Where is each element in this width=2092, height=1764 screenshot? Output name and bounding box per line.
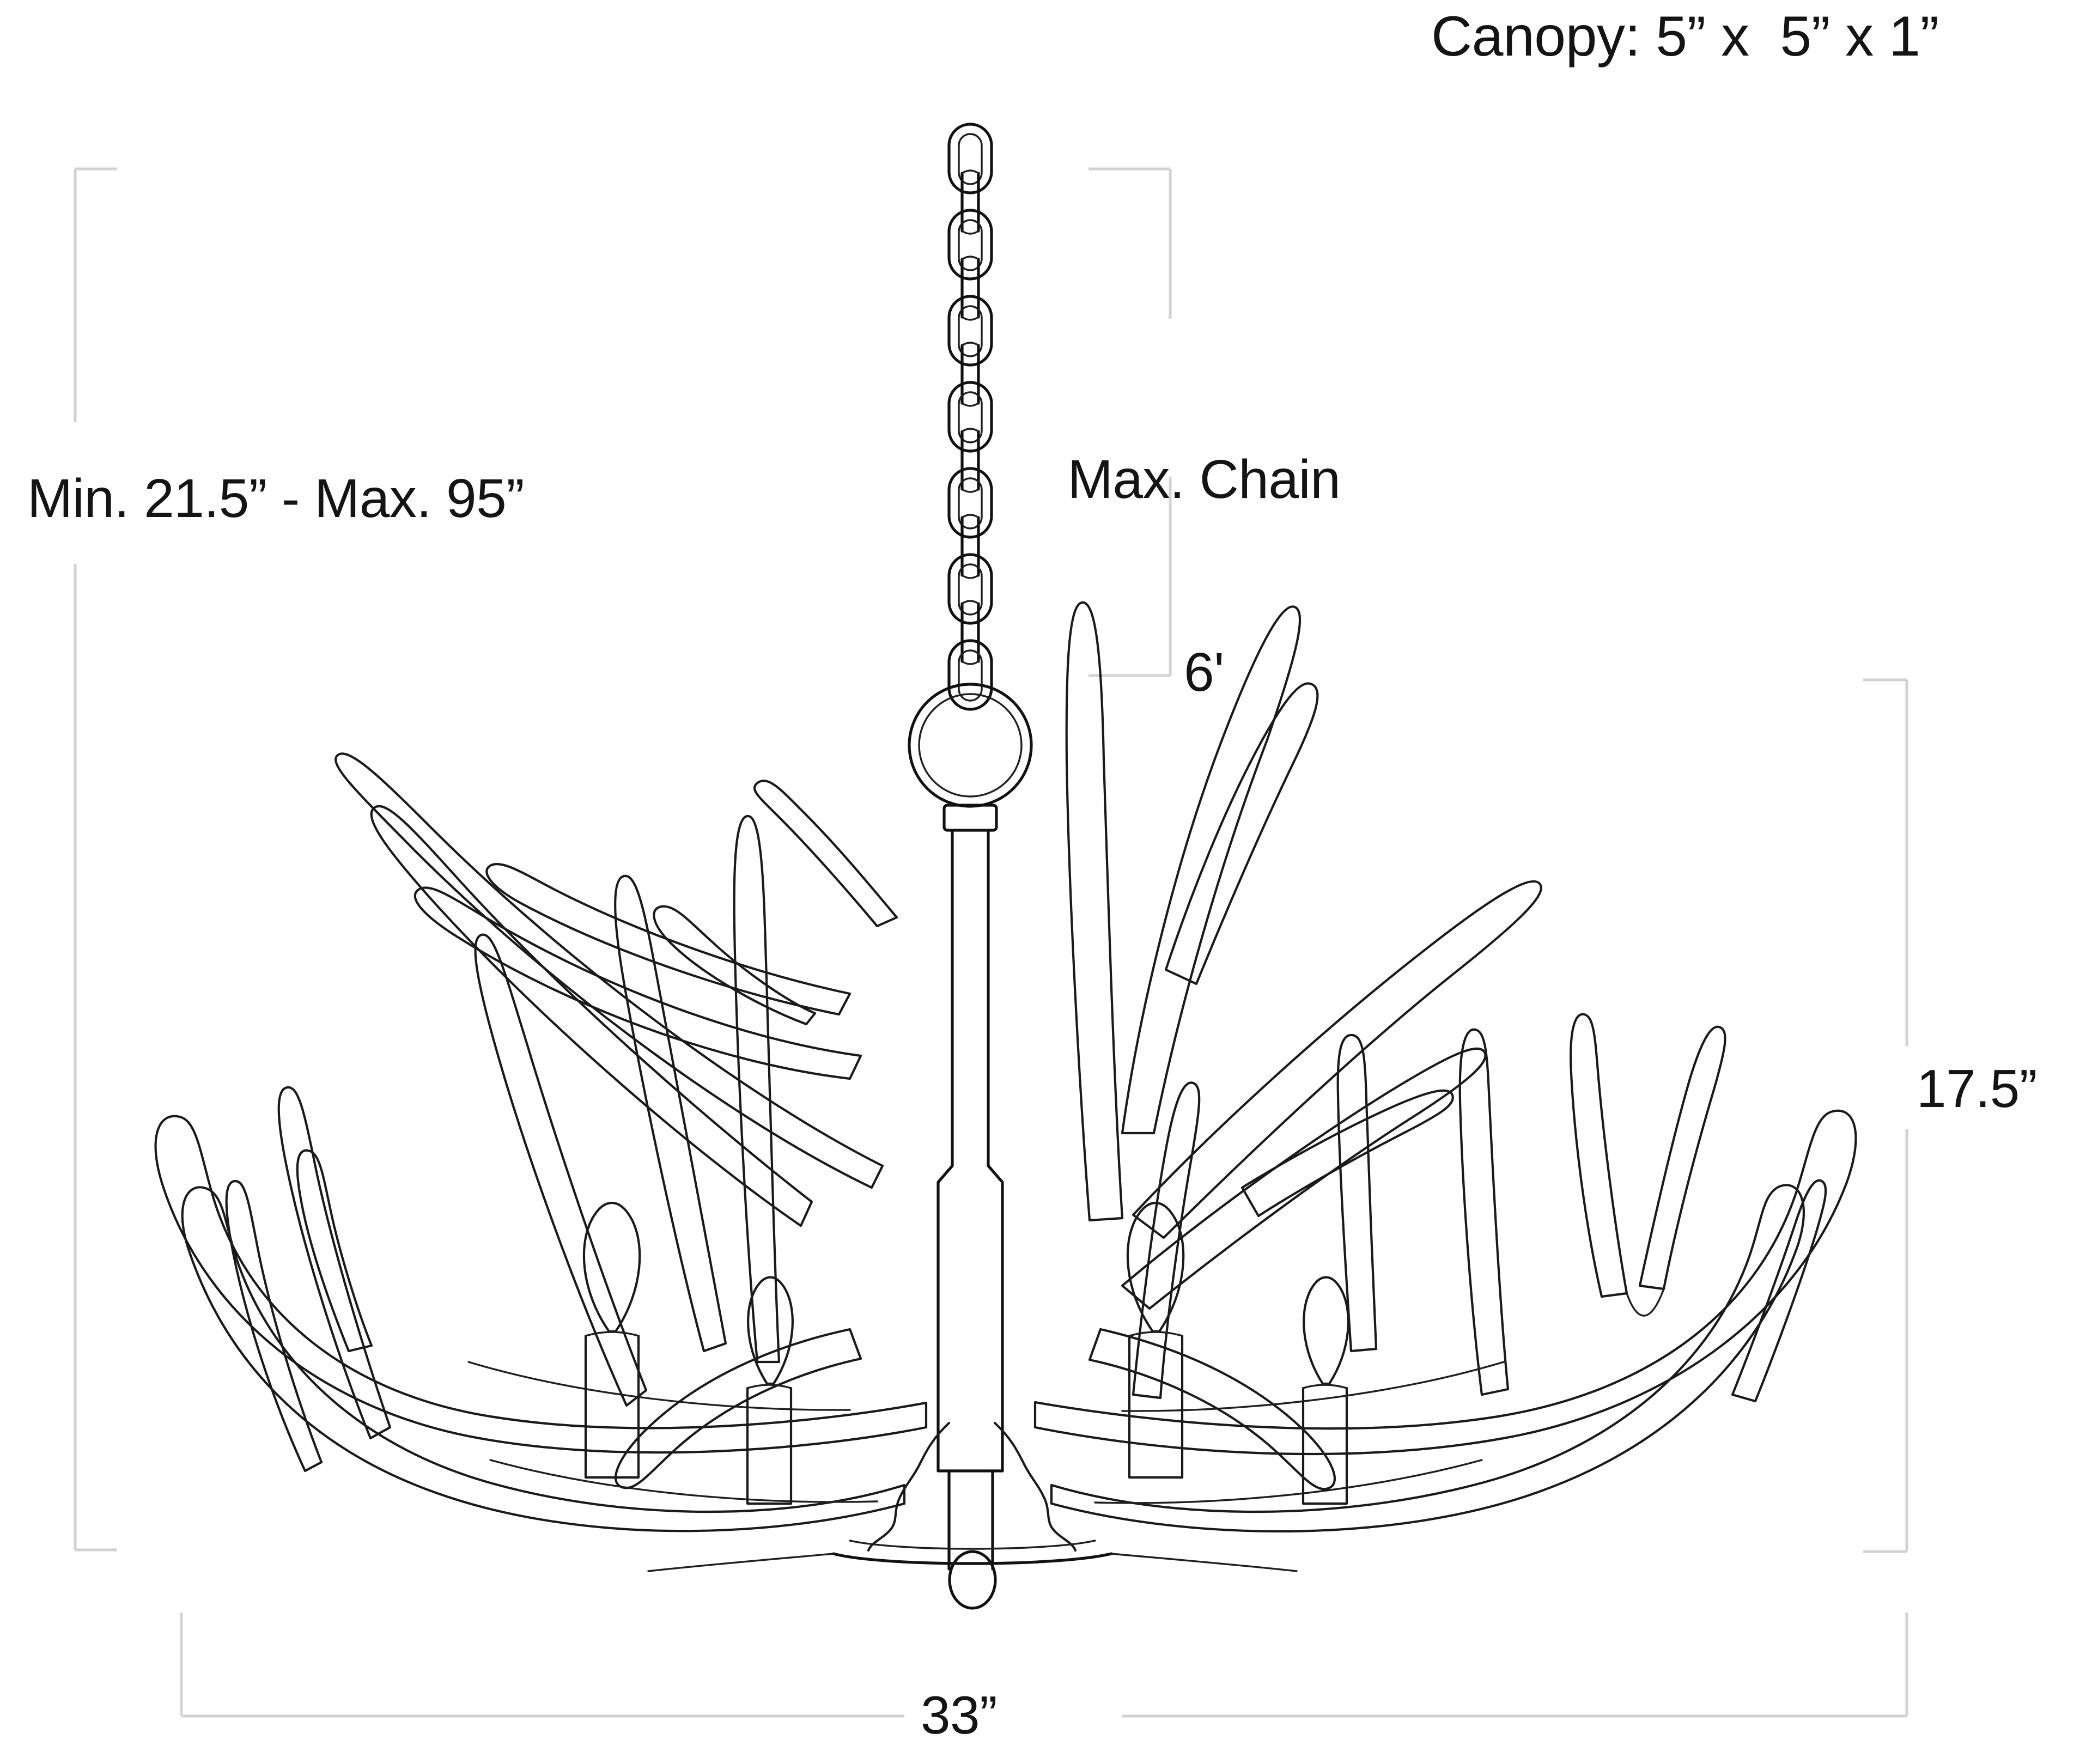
min-max-height-dimension-label: Min. 21.5” - Max. 95” xyxy=(27,468,525,529)
dimension-bracket-hang-height xyxy=(74,167,117,1552)
antler-left xyxy=(154,752,928,1532)
bottom-hub xyxy=(647,1421,1298,1572)
canopy-dimension-label: Canopy: 5” x 5” x 1” xyxy=(1431,5,1939,68)
dimension-bracket-max-chain xyxy=(1088,169,1172,677)
antler-right xyxy=(1033,601,1857,1533)
candle-2 xyxy=(746,1276,794,1505)
dimension-bracket-fixture-height xyxy=(1863,678,1908,1553)
hanging-ring xyxy=(908,683,1033,808)
max-chain-label-line-2: 6' xyxy=(1184,642,1224,703)
bottom-finial xyxy=(948,1550,997,1610)
candle-1 xyxy=(582,1202,641,1479)
dimension-bracket-fixture-width xyxy=(180,1613,1908,1718)
max-chain-label-line-1: Max. Chain xyxy=(1067,449,1341,510)
fixture-width-dimension-label: 33” xyxy=(921,1685,998,1745)
max-chain-dimension-label: Max. Chain 6' xyxy=(1035,319,1373,833)
fixture-height-dimension-label: 17.5” xyxy=(1917,1059,2037,1118)
candle-3 xyxy=(1126,1202,1185,1479)
candle-4 xyxy=(1302,1276,1349,1505)
chain xyxy=(947,123,993,711)
center-stem xyxy=(936,804,1004,1571)
